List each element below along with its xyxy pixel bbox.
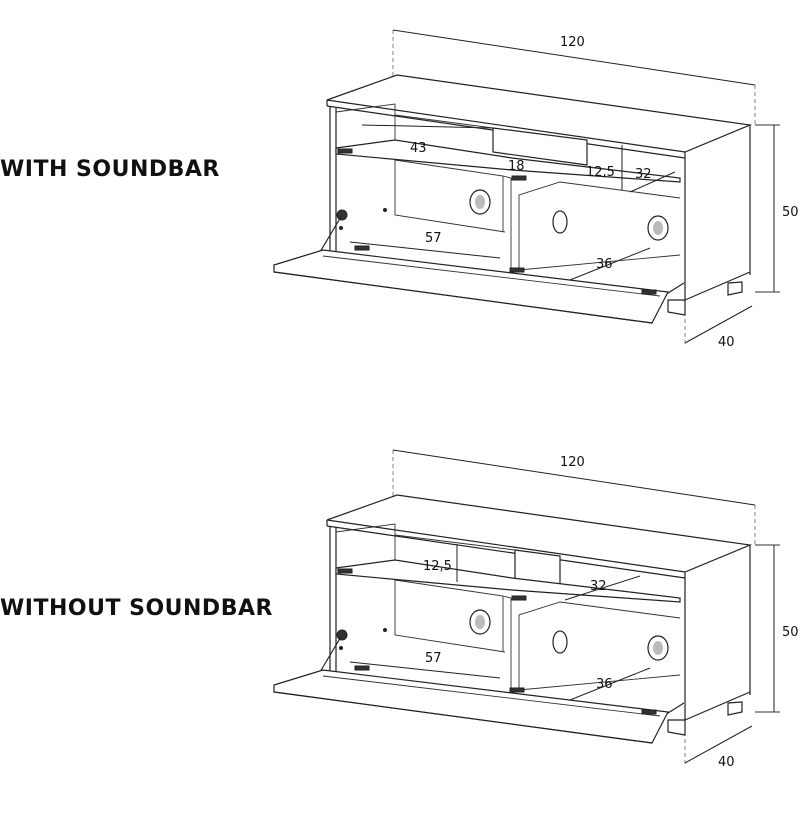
- shelf-depth-dimension-line: [564, 575, 641, 601]
- width-dimension-line: [392, 449, 756, 506]
- height-dimension: 50: [782, 205, 799, 220]
- lower-width-dimension: 57: [425, 231, 442, 246]
- cable-hole-inner: [475, 195, 485, 209]
- width-dimension: 120: [560, 455, 585, 470]
- flap-door: [273, 669, 669, 744]
- bottom-right-shelf: [518, 254, 681, 271]
- flap-front-edge: [273, 691, 653, 744]
- lower-depth-dimension: 36: [596, 677, 613, 692]
- hinge-arm: [319, 634, 343, 673]
- back-outline: [518, 181, 681, 270]
- cable-hole-inner: [653, 641, 663, 655]
- flap-front-edge: [273, 271, 653, 324]
- hinge-arm: [319, 214, 343, 253]
- section-label: WITHOUT SOUNDBAR: [0, 596, 273, 621]
- middle-divider: [502, 175, 512, 179]
- height-dimension: 50: [782, 625, 799, 640]
- foot: [667, 719, 686, 736]
- shelf-back: [394, 534, 516, 551]
- lower-depth-dimension-line: [569, 247, 651, 281]
- cable-hole-inner: [653, 221, 663, 235]
- pin-hole: [383, 628, 387, 632]
- shelf-height-dimension: 12,5: [586, 165, 615, 180]
- lower-depth-dimension: 36: [596, 257, 613, 272]
- flap-door: [273, 249, 669, 324]
- shelf-height-dimension: 12,5: [423, 559, 452, 574]
- lower-depth-dimension-line: [569, 667, 651, 701]
- cabinet-bottom-edge: [684, 691, 751, 721]
- middle-divider: [502, 595, 512, 599]
- shelf-bracket: [337, 568, 353, 574]
- depth-dimension: 40: [718, 335, 735, 350]
- top-edge: [326, 525, 686, 579]
- flap-inner-edge: [322, 675, 661, 717]
- flap-bracket: [354, 245, 370, 251]
- foot: [727, 701, 743, 716]
- bottom-right-shelf: [518, 674, 681, 691]
- flap-bracket: [354, 665, 370, 671]
- lower-width-dimension-line: [349, 661, 501, 679]
- shelf-depth-dimension: 32: [590, 579, 607, 594]
- pin-hole: [383, 208, 387, 212]
- section-without-soundbar: WITHOUT SOUNDBAR 120 50 40: [0, 420, 800, 820]
- flap-bracket: [641, 289, 657, 295]
- shelf-bracket: [511, 175, 527, 181]
- width-dimension: 120: [560, 35, 585, 50]
- flap-bracket: [641, 709, 657, 715]
- cabinet-bottom-edge: [684, 271, 751, 301]
- flap-inner-edge: [322, 255, 661, 297]
- foot: [727, 281, 743, 296]
- flap-bracket: [509, 687, 525, 693]
- pin-hole: [339, 646, 343, 650]
- shelf-bracket: [511, 595, 527, 601]
- section-with-soundbar: WITH SOUNDBAR 120 50 40: [0, 0, 800, 400]
- width-dimension-line: [392, 29, 756, 86]
- flap-bracket: [509, 267, 525, 273]
- shelf-depth-dimension-line: [629, 171, 676, 193]
- depth-dimension-line: [684, 305, 753, 344]
- cable-hole: [552, 210, 568, 234]
- section-label: WITH SOUNDBAR: [0, 157, 220, 182]
- cable-hole: [552, 630, 568, 654]
- shelf-depth-dimension: 32: [635, 167, 652, 182]
- upper-shelf: [335, 559, 681, 603]
- foot: [667, 299, 686, 316]
- cabinet-drawing: 120 50 40: [273, 29, 799, 350]
- cable-hole-inner: [475, 615, 485, 629]
- shelf-bracket: [337, 148, 353, 154]
- pin-hole: [339, 226, 343, 230]
- gap-dimension: 18: [508, 159, 525, 174]
- back-outline: [518, 601, 681, 690]
- lower-width-dimension: 57: [425, 651, 442, 666]
- shelf-width-dimension-line: [361, 124, 494, 129]
- shelf-back: [394, 114, 494, 129]
- depth-dimension: 40: [718, 755, 735, 770]
- depth-dimension-line: [684, 725, 753, 764]
- shelf-width-dimension: 43: [410, 141, 427, 156]
- upper-shelf: [335, 139, 681, 183]
- cabinet-drawing: 120 50 40: [273, 449, 799, 770]
- lower-width-dimension-line: [349, 241, 501, 259]
